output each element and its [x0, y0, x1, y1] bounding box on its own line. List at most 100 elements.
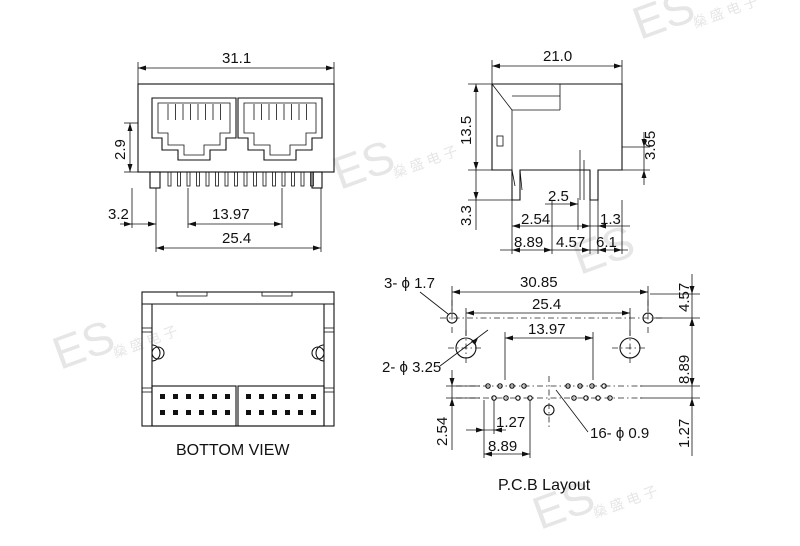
contact-fingers — [167, 104, 307, 120]
dim-side-d6: 6.1 — [596, 234, 617, 251]
pin-pad — [311, 394, 316, 399]
pin-pad — [186, 410, 191, 415]
pin-pad — [272, 394, 277, 399]
bottom-view: BOTTOM VIEW — [141, 291, 335, 459]
dim-pcb-w1: 30.85 — [520, 274, 558, 291]
side-body — [491, 83, 623, 201]
pcb-pin-hole — [515, 395, 521, 401]
pin — [234, 171, 238, 187]
dim-pcb-p3: 2.54 — [434, 417, 451, 446]
pin — [272, 171, 276, 187]
pin-pad — [212, 410, 217, 415]
watermark-cn: 燊 盛 电 子 — [691, 0, 760, 31]
pin — [291, 171, 295, 187]
pcb-pin-hole — [589, 383, 595, 389]
pin-pad — [199, 394, 204, 399]
pcb-pin-hole — [509, 383, 515, 389]
dim-pin-span: 13.97 — [212, 206, 250, 223]
dim-side-pin-height: 3.3 — [458, 205, 475, 226]
watermark-brand: ES — [326, 130, 401, 200]
pin-pad — [225, 410, 230, 415]
dim-pcb-w2: 25.4 — [532, 296, 561, 313]
dim-side-d2: 2.54 — [521, 211, 550, 228]
dim-pin-offset: 3.2 — [108, 206, 129, 223]
pin-pad — [212, 394, 217, 399]
dim-side-top-offset: 3.65 — [642, 131, 659, 160]
pin-pad — [160, 410, 165, 415]
dim-side-d5: 4.57 — [556, 234, 585, 251]
pin — [300, 171, 305, 187]
pin — [205, 171, 210, 187]
dim-side-width: 21.0 — [543, 48, 572, 65]
pin — [215, 171, 219, 187]
watermark-cn: 燊 盛 电 子 — [391, 143, 460, 181]
pcb-pin-hole — [577, 383, 583, 389]
pin-pad — [298, 394, 303, 399]
pcb-pin-hole — [601, 383, 607, 389]
dim-side-d4: 8.89 — [514, 234, 543, 251]
pin-pad — [173, 394, 178, 399]
pin-pad — [285, 410, 290, 415]
jack-right — [237, 97, 323, 161]
pin-pad — [160, 394, 165, 399]
pin — [262, 171, 267, 187]
dim-total: 25.4 — [222, 230, 251, 247]
pin-pad — [298, 410, 303, 415]
dim-pcb-r3: 1.27 — [676, 419, 693, 448]
pin — [224, 171, 229, 187]
dim-pcb-r2: 8.89 — [676, 355, 693, 384]
pin — [253, 171, 257, 187]
pcb-pin-hole — [595, 395, 601, 401]
jack-left — [151, 97, 237, 161]
bottom-view-caption: BOTTOM VIEW — [176, 442, 290, 459]
label-holes-pins: 16- ϕ 0.9 — [590, 425, 649, 442]
pin — [243, 171, 248, 187]
pcb-pin-hole — [497, 383, 503, 389]
pin — [196, 171, 200, 187]
watermark-cn: 燊 盛 电 子 — [591, 483, 660, 521]
pin — [167, 171, 172, 187]
watermark-brand: ES — [626, 0, 701, 49]
bottom-pins — [160, 394, 316, 415]
pcb-pin-hole — [583, 395, 589, 401]
pin-pad — [311, 410, 316, 415]
dim-side-d3: 1.3 — [600, 211, 621, 228]
dim-pcb-p1: 1.27 — [496, 414, 525, 431]
pcb-layout-caption: P.C.B Layout — [498, 477, 591, 494]
pin — [177, 171, 181, 187]
side-view: 21.0 13.5 3.65 3.3 2.5 2.54 1.3 8.89 — [458, 48, 659, 254]
label-holes-small: 3- ϕ 1.7 — [384, 275, 435, 292]
dim-front-width: 31.1 — [222, 50, 251, 67]
pin-pad — [173, 410, 178, 415]
dim-pcb-p2: 8.89 — [488, 438, 517, 455]
pin-pad — [186, 394, 191, 399]
pin-pad — [246, 410, 251, 415]
pin-pad — [199, 410, 204, 415]
label-holes-large: 2- ϕ 3.25 — [382, 359, 441, 376]
pcb-pin-hole — [485, 383, 491, 389]
watermark-brand: ES — [46, 310, 121, 380]
pin-pad — [272, 410, 277, 415]
dim-pcb-r1: 4.57 — [676, 283, 693, 312]
pin-pad — [259, 394, 264, 399]
pin-pad — [246, 394, 251, 399]
pin-pad — [259, 410, 264, 415]
pin — [186, 171, 191, 187]
dim-side-height: 13.5 — [458, 116, 475, 145]
front-view: 31.1 2.9 3.2 13.97 25.4 — [108, 50, 335, 252]
dim-side-d1: 2.5 — [548, 188, 569, 205]
watermark-group: ES 燊 盛 电 子 ES 燊 盛 电 子 ES 燊 盛 电 子 ES 燊 盛 … — [46, 0, 760, 539]
pcb-pin-hole — [571, 395, 577, 401]
pcb-pin-hole — [521, 383, 527, 389]
pin-pad — [285, 394, 290, 399]
pcb-pin-hole — [565, 383, 571, 389]
pcb-layout-view: 30.85 25.4 13.97 3- ϕ 1.7 2- ϕ 3.25 16- … — [382, 274, 700, 494]
pcb-pin-hole — [503, 395, 509, 401]
dim-pcb-w3: 13.97 — [528, 321, 566, 338]
pin-pad — [225, 394, 230, 399]
pin — [281, 171, 286, 187]
dim-front-height: 2.9 — [112, 139, 129, 160]
front-pins — [167, 171, 314, 187]
pcb-pin-hole — [607, 395, 613, 401]
